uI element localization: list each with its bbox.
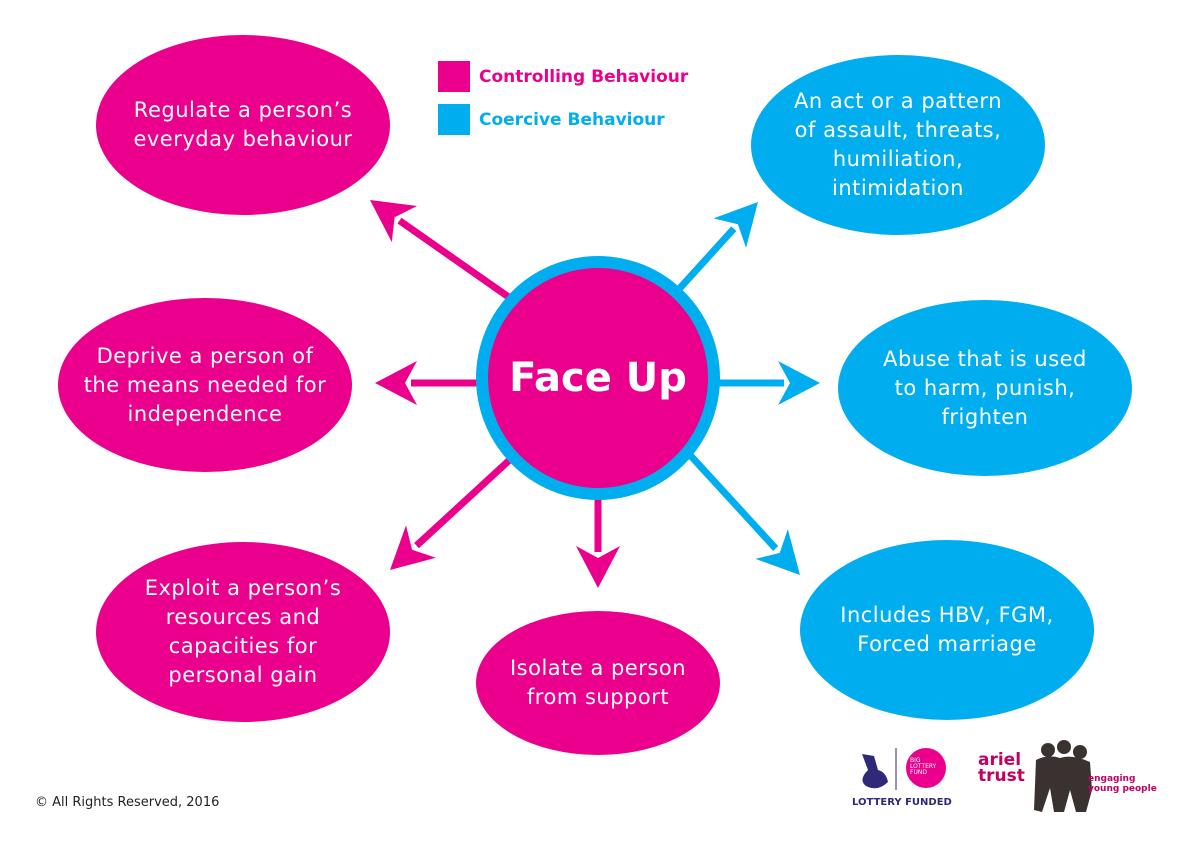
- arrow-to-includes: [687, 452, 800, 575]
- coercive-oval-includes: Includes HBV, FGM, Forced marriage: [800, 540, 1094, 720]
- young-people-silhouette-icon: [1034, 740, 1092, 812]
- coercive-oval-abuse: Abuse that is used to harm, punish, frig…: [838, 300, 1132, 476]
- arrow-head: [755, 529, 800, 575]
- lottery-caption: LOTTERY FUNDED: [852, 797, 952, 808]
- arrow-shaft: [677, 226, 737, 291]
- copyright: © All Rights Reserved, 2016: [35, 795, 220, 810]
- lottery-badge-text: BIG LOTTERY FUND: [910, 757, 937, 776]
- ariel-trust-tagline: engaging young people: [1088, 774, 1157, 794]
- legend-controlling: Controlling Behaviour: [438, 61, 688, 92]
- arrow-shaft: [397, 217, 513, 301]
- controlling-oval-exploit: Exploit a person’s resources and capacit…: [96, 542, 390, 722]
- legend-swatch-pink: [438, 61, 470, 92]
- arrow-shaft: [414, 452, 518, 549]
- arrow-to-isolate: [576, 488, 620, 588]
- arrow-head: [713, 202, 758, 248]
- arrow-to-act: [677, 202, 758, 291]
- arrow-head: [576, 546, 620, 588]
- center-label: Face Up: [509, 355, 687, 401]
- ariel-trust-name: ariel trust: [978, 750, 1025, 786]
- arrow-to-exploit: [390, 452, 518, 570]
- lottery-hand-icon: [862, 748, 946, 790]
- controlling-oval-regulate: Regulate a person’s everyday behaviour: [96, 35, 390, 215]
- arrow-to-regulate: [370, 200, 513, 301]
- controlling-oval-deprive: Deprive a person of the means needed for…: [58, 298, 352, 472]
- center-circle: [488, 268, 708, 488]
- arrow-shaft: [687, 452, 779, 551]
- arrow-head: [370, 200, 418, 243]
- ariel-trust-logo: ariel trust engaging young people: [978, 740, 1158, 815]
- controlling-oval-isolate: Isolate a person from support: [476, 611, 720, 755]
- coercive-oval-act: An act or a pattern of assault, threats,…: [751, 55, 1045, 235]
- legend-coercive: Coercive Behaviour: [438, 104, 665, 135]
- arrow-to-deprive: [375, 361, 490, 405]
- arrow-head: [778, 361, 820, 405]
- arrow-to-abuse: [718, 361, 820, 405]
- arrow-head: [390, 525, 436, 570]
- arrow-head: [375, 361, 417, 405]
- legend-label: Coercive Behaviour: [479, 109, 665, 130]
- legend-label: Controlling Behaviour: [479, 66, 689, 87]
- legend-swatch-blue: [438, 104, 470, 135]
- lottery-logo: BIG LOTTERY FUND LOTTERY FUNDED: [848, 742, 958, 812]
